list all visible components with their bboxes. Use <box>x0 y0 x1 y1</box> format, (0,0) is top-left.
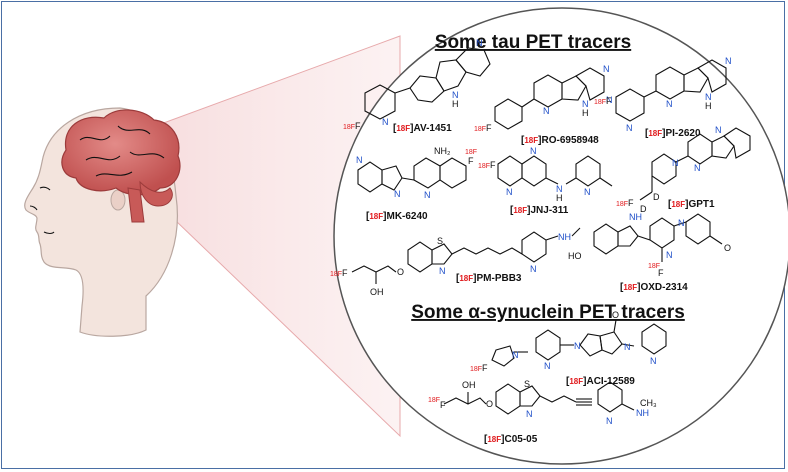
zoom-circle <box>333 7 788 465</box>
atom-n: N <box>530 264 537 274</box>
atom-n: N <box>650 356 657 366</box>
atom-f: F <box>440 400 446 410</box>
structure-mk6240: N N N NH₂ 18F F [18F]MK-6240 <box>356 146 477 222</box>
atom-f: F <box>490 160 496 170</box>
atom-nh: NH <box>629 212 642 222</box>
atom-n: N <box>626 123 633 133</box>
atom-n: N <box>382 117 389 127</box>
atom-n: N <box>544 361 551 371</box>
label-mk6240: [18F]MK-6240 <box>366 211 428 222</box>
label-jnj311: [18F]JNJ-311 <box>510 205 569 216</box>
label-18f: 18F <box>648 263 660 270</box>
atom-nh: NH <box>636 408 649 418</box>
label-gpt1: [18F]GPT1 <box>668 199 715 210</box>
structure-pi2620: N N H N N 18F F [18F]PI-2620 <box>594 56 732 139</box>
atom-n: N <box>543 106 550 116</box>
atom-n: N <box>476 38 483 48</box>
atom-n: N <box>606 416 613 426</box>
atom-nh2: NH₂ <box>434 146 451 156</box>
label-ro6958948: [18F]RO-6958948 <box>521 135 599 146</box>
atom-n: N <box>666 99 673 109</box>
label-18f: 18F <box>478 163 490 170</box>
atom-n: N <box>694 163 701 173</box>
atom-n: N <box>678 218 685 228</box>
label-18f: 18F <box>470 366 482 373</box>
structure-c0505: OH O S N N NH CH₃ 18F F [18F]C05-05 <box>428 379 657 445</box>
atom-n: N <box>356 155 363 165</box>
label-18f: 18F <box>330 271 342 278</box>
atom-oh: OH <box>370 287 384 297</box>
structure-pmpbb3: O OH S N N NH 18F F [18F]PM-PBB3 <box>330 227 581 297</box>
atom-n: N <box>556 184 563 194</box>
atom-s: S <box>437 236 443 246</box>
atom-n: N <box>672 158 679 168</box>
structure-oxd2314: HO NH N N O 18F F [18F]OXD-2314 <box>568 212 731 293</box>
label-av1451: [18F]AV-1451 <box>393 123 452 134</box>
label-18f: 18F <box>428 397 440 404</box>
atom-nh: NH <box>558 232 571 242</box>
atom-ho: HO <box>568 251 582 261</box>
atom-n: N <box>424 190 431 200</box>
atom-n: N <box>526 409 533 419</box>
atom-n: N <box>506 187 513 197</box>
atom-f: F <box>468 156 474 166</box>
atom-f: F <box>628 198 634 208</box>
atom-f: F <box>658 268 664 278</box>
atom-f: F <box>606 96 612 106</box>
atom-n: N <box>603 64 610 74</box>
atom-n: N <box>715 125 722 135</box>
atom-o: O <box>724 243 731 253</box>
heading-synuclein: Some α-synuclein PET tracers <box>411 302 685 323</box>
atom-n: N <box>530 146 537 156</box>
atom-s: S <box>524 379 530 389</box>
atom-n: N <box>439 266 446 276</box>
atom-f: F <box>355 121 361 131</box>
atom-n: N <box>666 250 673 260</box>
structure-av1451: N N N H 18F F [18F]AV-1451 <box>343 38 491 134</box>
atom-h: H <box>452 99 459 109</box>
atom-n: N <box>624 342 631 352</box>
atom-n: N <box>606 95 613 105</box>
atom-f: F <box>342 268 348 278</box>
label-18f: 18F <box>343 124 355 131</box>
structure-jnj311: N N N H N 18F F [18F]JNJ-311 <box>478 146 613 216</box>
label-18f: 18F <box>465 149 477 156</box>
atom-n: N <box>725 56 732 66</box>
structure-aci12589: N N N N N O 18F F [18F]ACI-12589 <box>470 310 667 387</box>
brain-illustration <box>61 109 181 223</box>
atom-d: D <box>653 192 660 202</box>
label-oxd2314: [18F]OXD-2314 <box>620 282 688 293</box>
atom-h: H <box>556 193 563 203</box>
atom-n: N <box>582 99 589 109</box>
label-aci12589: [18F]ACI-12589 <box>566 376 635 387</box>
atom-o: O <box>612 310 619 320</box>
label-pmpbb3: [18F]PM-PBB3 <box>456 273 522 284</box>
label-18f: 18F <box>594 99 606 106</box>
atom-n: N <box>584 187 591 197</box>
atom-n: N <box>574 341 581 351</box>
atom-h: H <box>705 101 712 111</box>
structure-gpt1: N N N D D 18F F [18F]GPT1 <box>616 125 751 214</box>
heading-tau: Some tau PET tracers <box>435 32 631 53</box>
atom-n: N <box>705 92 712 102</box>
label-c0505: [18F]C05-05 <box>484 434 538 445</box>
atom-f: F <box>486 123 492 133</box>
label-18f: 18F <box>616 201 628 208</box>
atom-nh: N <box>452 90 459 100</box>
label-pi2620: [18F]PI-2620 <box>645 128 701 139</box>
atom-h: H <box>582 108 589 118</box>
atom-oh: OH <box>462 380 476 390</box>
structure-ro6958948: N N H N N 18F F [18F]RO-6958948 <box>474 64 613 146</box>
label-18f: 18F <box>474 126 486 133</box>
atom-d: D <box>640 204 647 214</box>
atom-o: O <box>486 399 493 409</box>
atom-n: N <box>394 189 401 199</box>
atom-f: F <box>482 363 488 373</box>
atom-n: N <box>512 350 519 360</box>
atom-ch3: CH₃ <box>640 398 657 408</box>
atom-o: O <box>397 267 404 277</box>
